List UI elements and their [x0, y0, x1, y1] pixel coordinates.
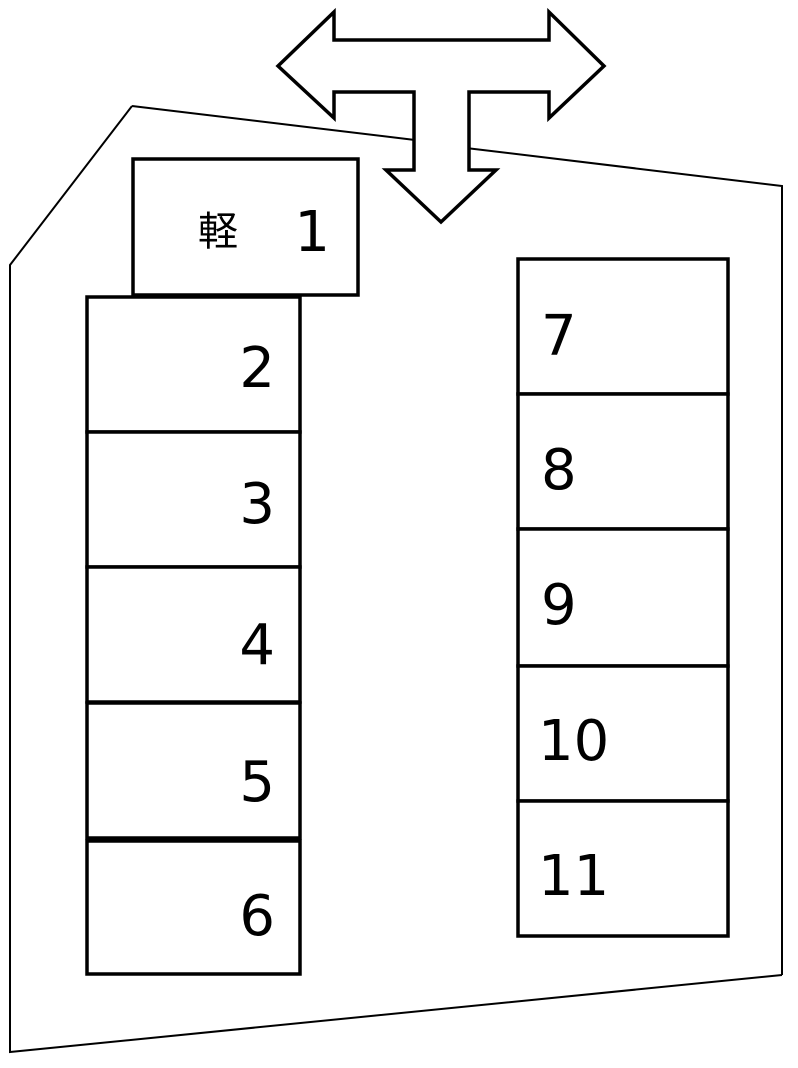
- stall-9: 9: [516, 527, 730, 668]
- stall-number: 10: [538, 709, 609, 774]
- stall-6: 6: [85, 839, 302, 976]
- stall-7: 7: [516, 257, 730, 396]
- stall-number: 9: [541, 573, 577, 638]
- two-way-arrow-icon: [275, 7, 607, 225]
- stall-column-left: 軽 1 2 3 4 5 6: [85, 157, 360, 976]
- stall-number: 4: [239, 613, 275, 678]
- boundary-top-right-edge: [465, 147, 783, 975]
- lot-boundary: [9, 105, 783, 1054]
- stall-1: 軽 1: [131, 157, 360, 297]
- stall-2: 2: [85, 295, 302, 434]
- stall-11: 11: [516, 799, 730, 938]
- boundary-left-edge: [9, 105, 783, 1054]
- stall-number: 11: [538, 844, 609, 909]
- kei-label: 軽: [198, 209, 238, 255]
- stall-3: 3: [85, 430, 302, 569]
- stall-4: 4: [85, 565, 302, 704]
- stall-number: 6: [239, 884, 275, 949]
- stall-number: 3: [239, 472, 275, 537]
- entrance-arrow-icon: [275, 7, 607, 225]
- stall-number: 5: [239, 750, 275, 815]
- stall-8: 8: [516, 392, 730, 531]
- boundary-top-left-segment: [131, 105, 416, 141]
- stall-number: 1: [294, 200, 330, 265]
- stall-number: 7: [541, 304, 577, 369]
- stall-column-right: 7 8 9 10 11: [516, 257, 730, 938]
- stall-number: 8: [541, 438, 577, 503]
- stall-5: 5: [85, 701, 302, 840]
- stall-10: 10: [516, 664, 730, 803]
- stall-number: 2: [239, 336, 275, 401]
